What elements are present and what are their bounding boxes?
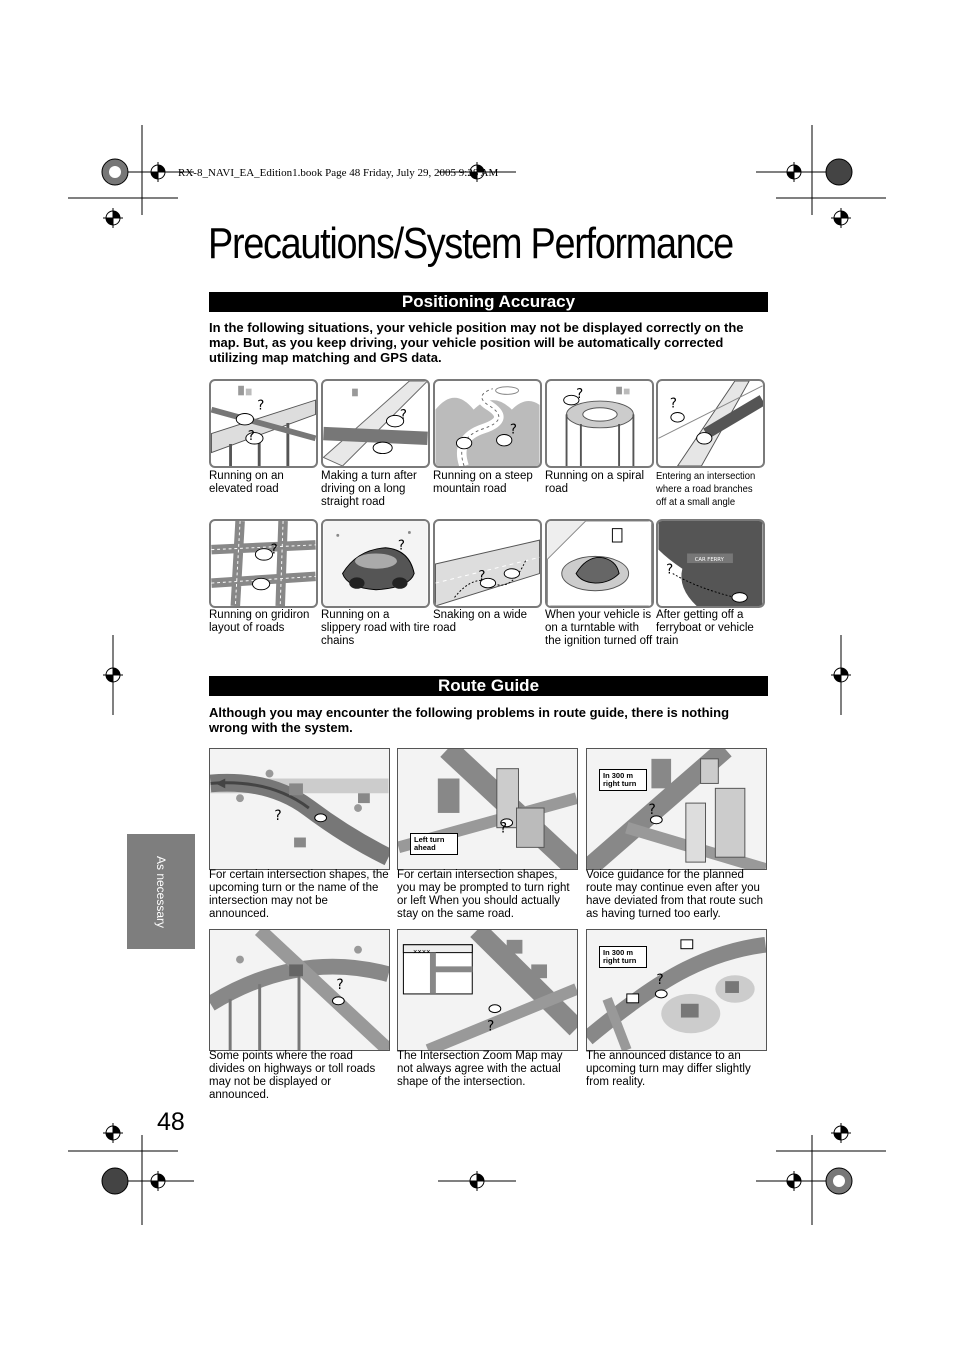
illustration-gridiron: ? [209,519,318,608]
caption-pos-8: Snaking on a wide road [433,609,527,634]
route-illustration-prompted-turn: ? Left turn ahead [397,748,578,870]
svg-text:?: ? [576,387,583,402]
svg-text:?: ? [478,569,485,584]
caption-pos-1: Running on an elevated road [209,470,284,495]
svg-text:?: ? [656,972,663,988]
svg-text:?: ? [648,802,655,818]
svg-text:?: ? [500,821,507,837]
illustration-small-angle-branch: ? [656,379,765,468]
svg-text:?: ? [400,408,407,423]
section-heading-positioning: Positioning Accuracy [209,292,768,312]
route-guide-intro: Although you may encounter the following… [209,705,730,735]
illustration-mountain-road: ? [433,379,542,468]
caption-route-1: For certain intersection shapes, the upc… [209,869,389,920]
section-heading-route-guide: Route Guide [209,676,768,696]
caption-pos-2: Making a turn after driving on a long st… [321,470,417,508]
illustration-turn-after-straight: ? [321,379,430,468]
route-illustration-no-announce: ? [209,748,390,870]
caption-route-3: Voice guidance for the planned route may… [586,869,764,920]
route-illustration-highway-divide: ? [209,929,390,1051]
illustration-elevated-road: ?? [209,379,318,468]
illustration-ferry: CAR FERRY? [656,519,765,608]
page-title: Precautions/System Performance [208,219,734,268]
right-turn-label-2: In 300 m right turn [599,946,647,968]
caption-route-5: The Intersection Zoom Map may not always… [397,1050,563,1088]
svg-text:?: ? [670,397,677,412]
svg-text:?: ? [257,399,264,414]
side-tab: As necessary [127,834,195,949]
svg-text:?: ? [487,1018,494,1034]
caption-pos-9: When your vehicle is on a turntable with… [545,609,653,647]
caption-route-4: Some points where the road divides on hi… [209,1050,376,1101]
caption-pos-4: Running on a spiral road [545,470,645,495]
caption-pos-5: Entering an intersection where a road br… [656,470,756,508]
svg-text:?: ? [271,542,278,557]
positioning-intro: In the following situations, your vehicl… [209,320,744,365]
zoom-header-label: ×××× [413,947,431,956]
route-illustration-zoom-map: ? ×××× [397,929,578,1051]
illustration-spiral-road: ? [545,379,654,468]
caption-pos-10: After getting off a ferryboat or vehicle… [656,609,754,647]
illustration-turntable [545,519,654,608]
svg-text:?: ? [274,808,281,824]
svg-text:?: ? [398,539,405,554]
caption-pos-7: Running on a slippery road with tire cha… [321,609,430,647]
caption-pos-6: Running on gridiron layout of roads [209,609,310,634]
svg-text:?: ? [666,563,673,578]
illustration-snaking: ? [433,519,542,608]
illustration-tire-chains: ? [321,519,430,608]
right-turn-label: In 300 m right turn [599,769,647,791]
svg-text:?: ? [336,977,343,993]
route-illustration-distance: ? In 300 m right turn [586,929,767,1051]
route-illustration-deviated: ? In 300 m right turn [586,748,767,870]
svg-text:?: ? [510,423,517,438]
left-turn-label: Left turn ahead [410,833,458,855]
side-tab-label: As necessary [154,855,168,928]
page-number: 48 [157,1108,185,1136]
svg-text:?: ? [248,429,255,444]
caption-route-2: For certain intersection shapes, you may… [397,869,570,920]
caption-pos-3: Running on a steep mountain road [433,470,533,495]
caption-route-6: The announced distance to an upcoming tu… [586,1050,751,1088]
ferry-label: CAR FERRY [695,557,725,563]
book-info: RX-8_NAVI_EA_Edition1.book Page 48 Frida… [178,167,499,179]
